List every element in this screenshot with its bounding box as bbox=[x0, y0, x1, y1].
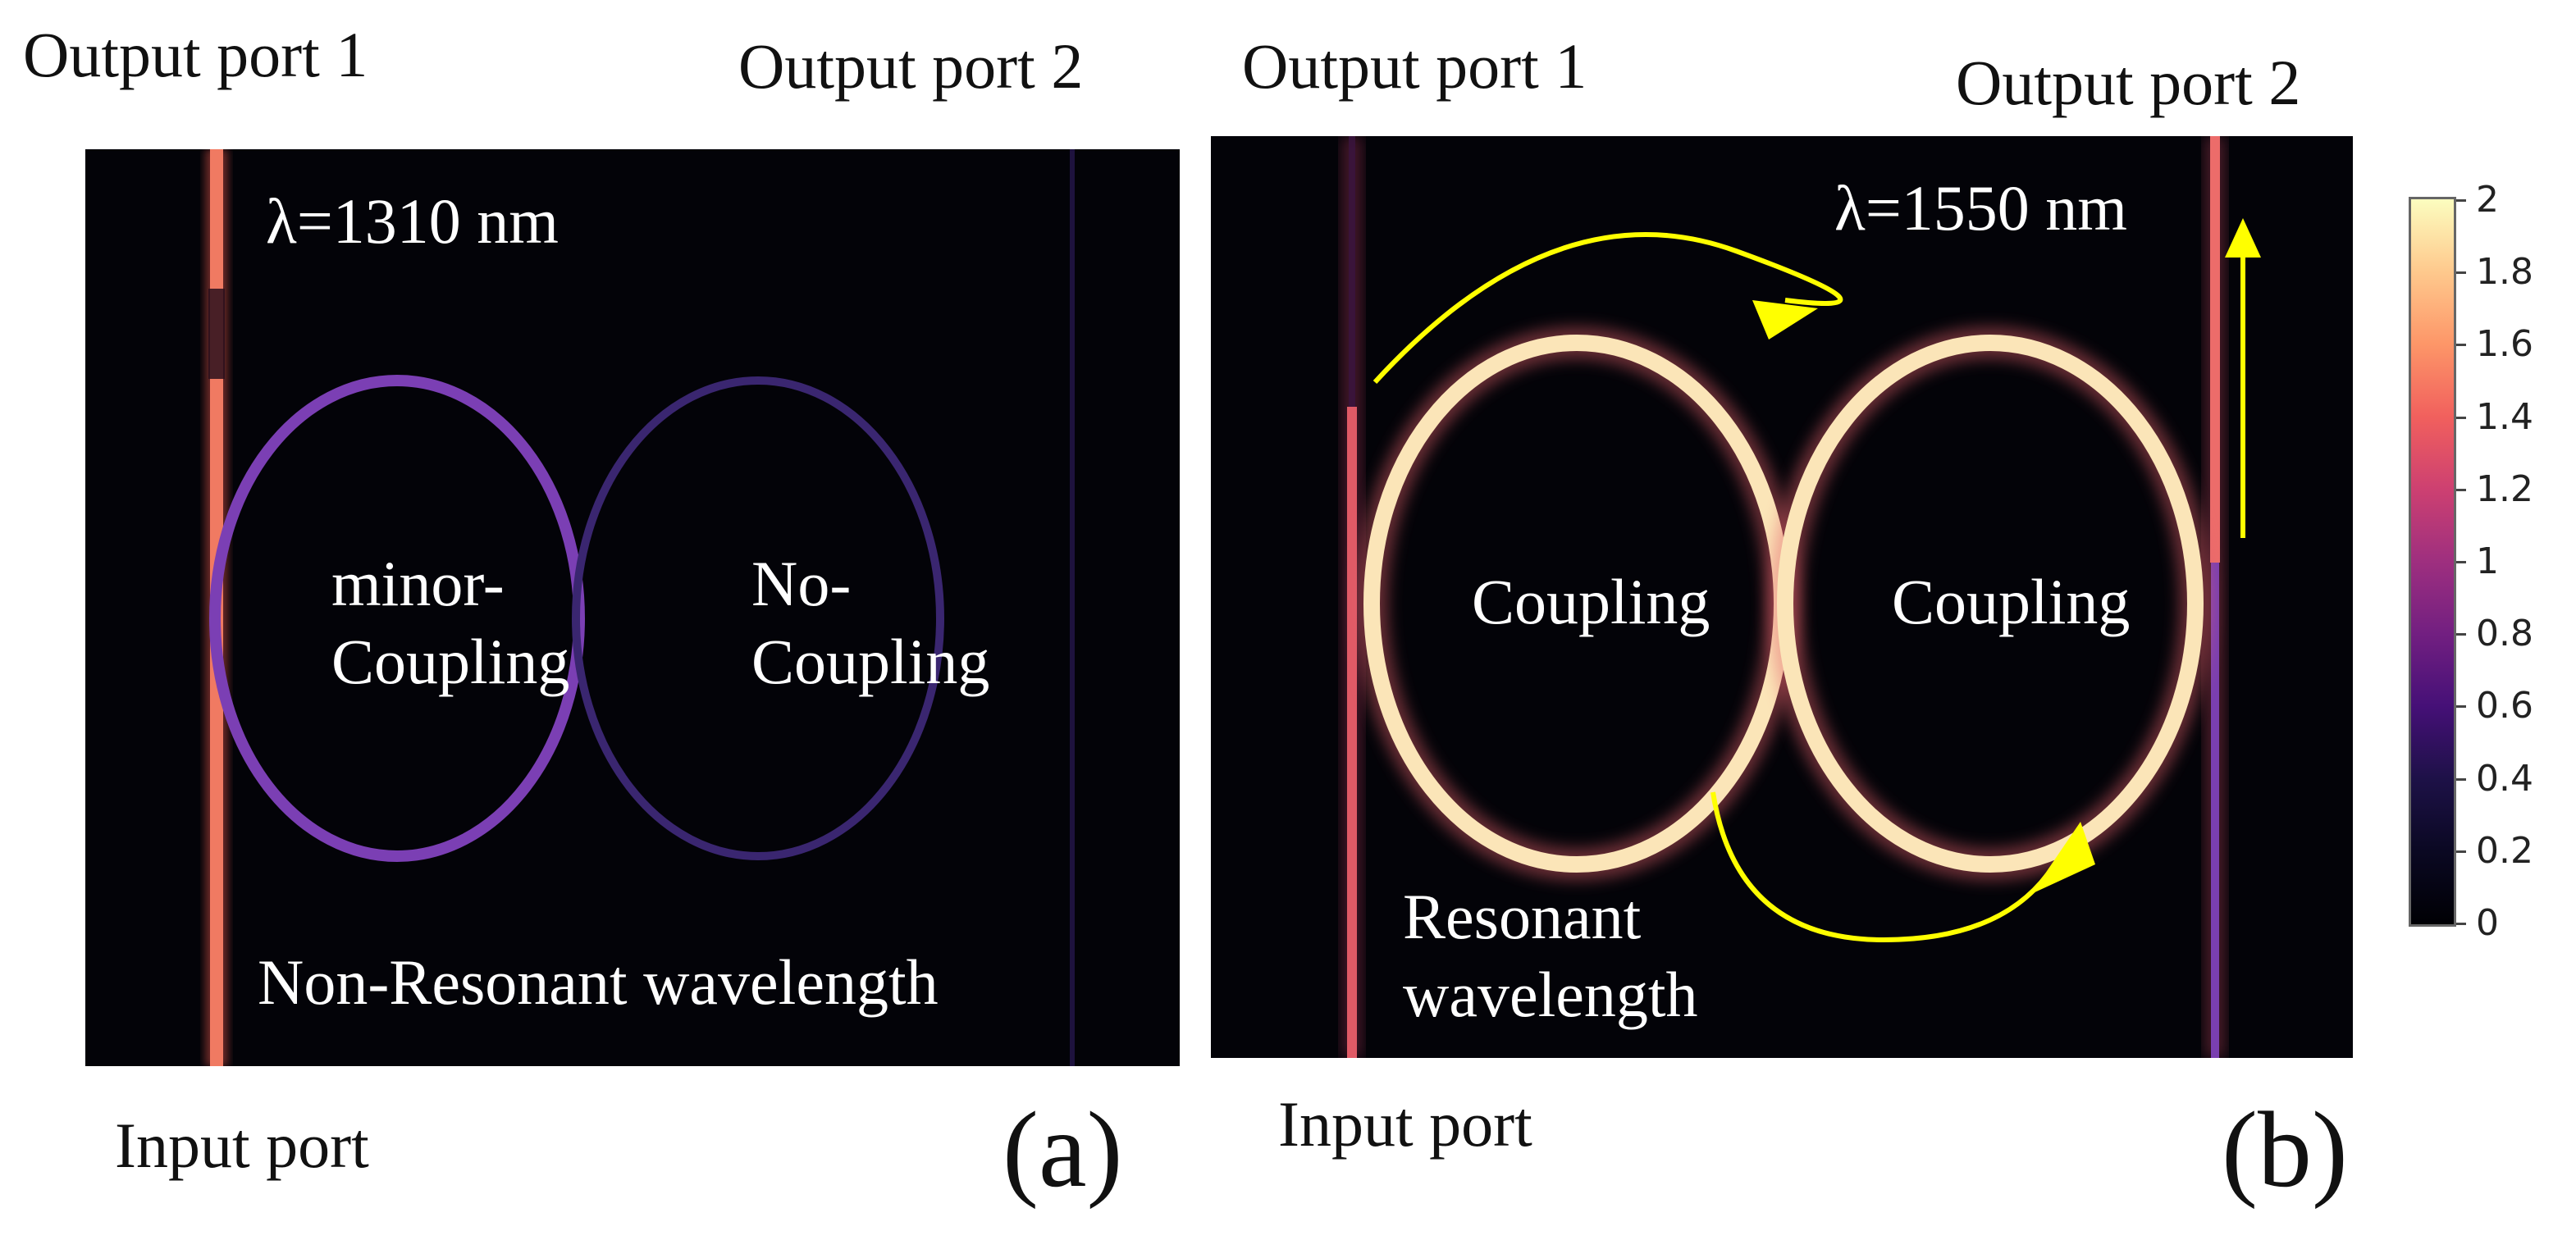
colorbar-tick bbox=[2456, 923, 2466, 925]
panel-a-left-ring-label: minor- Coupling bbox=[331, 545, 569, 700]
colorbar-tick-label: 1 bbox=[2476, 540, 2499, 582]
panel-b-field-svg bbox=[1342, 136, 2261, 1058]
panel-a-output-port-2-label: Output port 2 bbox=[738, 30, 1084, 102]
panel-b-input-waveguide bbox=[1347, 407, 1357, 1058]
panel-a-left-ring-label-line2: Coupling bbox=[331, 626, 570, 698]
colorbar-tick bbox=[2456, 271, 2466, 275]
colorbar-tick bbox=[2456, 344, 2466, 347]
panel-b-caption-line2: wavelength bbox=[1403, 959, 1698, 1031]
panel-b-right-ring bbox=[1777, 335, 2204, 873]
colorbar-tick-label: 1.6 bbox=[2476, 323, 2533, 366]
panel-a-field-svg bbox=[205, 149, 1075, 1066]
panel-b-drop-waveguide bbox=[2210, 136, 2220, 563]
panel-b-letter: (b) bbox=[2222, 1089, 2348, 1210]
panel-a-input-port-label: Input port bbox=[115, 1110, 369, 1181]
panel-a-right-ring-label-line2: Coupling bbox=[751, 626, 990, 698]
panel-b-field-map: λ=1550 nm Coupling Coupling Resonant wav… bbox=[1211, 136, 2353, 1058]
colorbar-tick bbox=[2456, 488, 2466, 491]
colorbar bbox=[2409, 197, 2456, 927]
colorbar-tick-label: 0.8 bbox=[2476, 613, 2533, 655]
panel-b-caption: Resonant wavelength bbox=[1403, 878, 1698, 1033]
panel-a-letter: (a) bbox=[1003, 1089, 1123, 1210]
colorbar-tick-label: 2 bbox=[2476, 179, 2499, 221]
panel-b-bottom-arrow bbox=[1710, 791, 2050, 943]
panel-b-wavelength-label: λ=1550 nm bbox=[1834, 172, 2127, 244]
panel-a-drop-waveguide bbox=[1070, 149, 1075, 1066]
panel-a-right-ring-label-line1: No- bbox=[751, 548, 852, 619]
panel-b-input-port-label: Input port bbox=[1278, 1088, 1532, 1160]
panel-b-bottom-arrow-head bbox=[2031, 822, 2095, 894]
colorbar-tick-label: 0.6 bbox=[2476, 685, 2533, 727]
panel-a-field-map: λ=1310 nm minor- Coupling No- Coupling N… bbox=[85, 149, 1180, 1066]
colorbar-tick-label: 0.4 bbox=[2476, 757, 2533, 800]
colorbar-tick-label: 1.2 bbox=[2476, 467, 2533, 510]
panel-b-input-waveguide-weak bbox=[1349, 136, 1355, 407]
panel-a-left-ring-label-line1: minor- bbox=[331, 548, 505, 619]
panel-b-left-ring-label: Coupling bbox=[1472, 566, 1710, 637]
panel-a-right-ring bbox=[572, 376, 944, 860]
colorbar-tick bbox=[2456, 199, 2466, 202]
panel-b-caption-line1: Resonant bbox=[1403, 881, 1642, 952]
panel-a-input-waveguide-dark-band bbox=[208, 289, 225, 379]
colorbar-tick bbox=[2456, 850, 2466, 853]
panel-b-output-port-2-label: Output port 2 bbox=[1956, 47, 2301, 118]
colorbar-tick-label: 0.2 bbox=[2476, 829, 2533, 872]
colorbar-tick bbox=[2456, 561, 2466, 563]
panel-b-top-arrow bbox=[1372, 232, 1843, 385]
colorbar-tick-label: 1.4 bbox=[2476, 395, 2533, 438]
panel-b-drop-waveguide-lower bbox=[2211, 563, 2219, 1058]
panel-b-output-port-1-label: Output port 1 bbox=[1242, 30, 1587, 102]
colorbar-tick bbox=[2456, 633, 2466, 636]
panel-b-output-arrow-head bbox=[2225, 218, 2261, 258]
colorbar-tick bbox=[2456, 705, 2466, 709]
colorbar-tick bbox=[2456, 416, 2466, 419]
panel-a-output-port-1-label: Output port 1 bbox=[23, 19, 368, 90]
colorbar-tick-label: 1.8 bbox=[2476, 251, 2533, 294]
panel-a-right-ring-label: No- Coupling bbox=[751, 545, 989, 700]
panel-a-caption: Non-Resonant wavelength bbox=[258, 946, 939, 1018]
colorbar-tick bbox=[2456, 777, 2466, 781]
panel-b-right-ring-label: Coupling bbox=[1892, 566, 2131, 637]
panel-a-wavelength-label: λ=1310 nm bbox=[266, 185, 559, 257]
panel-b-top-arrow-head bbox=[1752, 300, 1818, 340]
colorbar-tick-label: 0 bbox=[2476, 902, 2499, 944]
